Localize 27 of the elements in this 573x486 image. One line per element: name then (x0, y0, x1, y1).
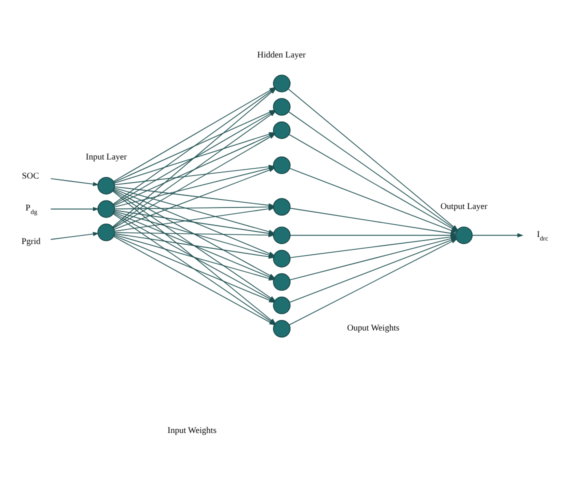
node-text: I$_{drc}$ (536, 228, 548, 242)
node-circle (97, 200, 115, 218)
arrow (50, 178, 99, 186)
arrow (472, 233, 524, 238)
node-circle (455, 226, 473, 244)
node-text: Pgrid (22, 236, 41, 246)
arrow (50, 232, 99, 240)
arrow (50, 206, 99, 212)
label: Output Layer (440, 201, 488, 212)
node-circle (97, 224, 115, 242)
node-circle (273, 121, 291, 139)
node-circle (273, 250, 291, 268)
label: Input Layer (86, 152, 127, 162)
label: Ouput Weights (347, 322, 400, 332)
node-circle (273, 320, 291, 338)
label: Hidden Layer (257, 49, 306, 60)
node-circle (273, 156, 291, 174)
node-text: SOC (22, 170, 39, 180)
node-circle (273, 198, 291, 216)
node-circle (273, 226, 291, 244)
node-circle (273, 273, 291, 291)
node-circle (273, 296, 291, 314)
node-circle (97, 176, 115, 194)
node-circle (273, 74, 291, 92)
node-circle (273, 98, 291, 116)
node-text: P$_{dg}$ (26, 202, 38, 216)
label: Input Weights (168, 425, 216, 436)
